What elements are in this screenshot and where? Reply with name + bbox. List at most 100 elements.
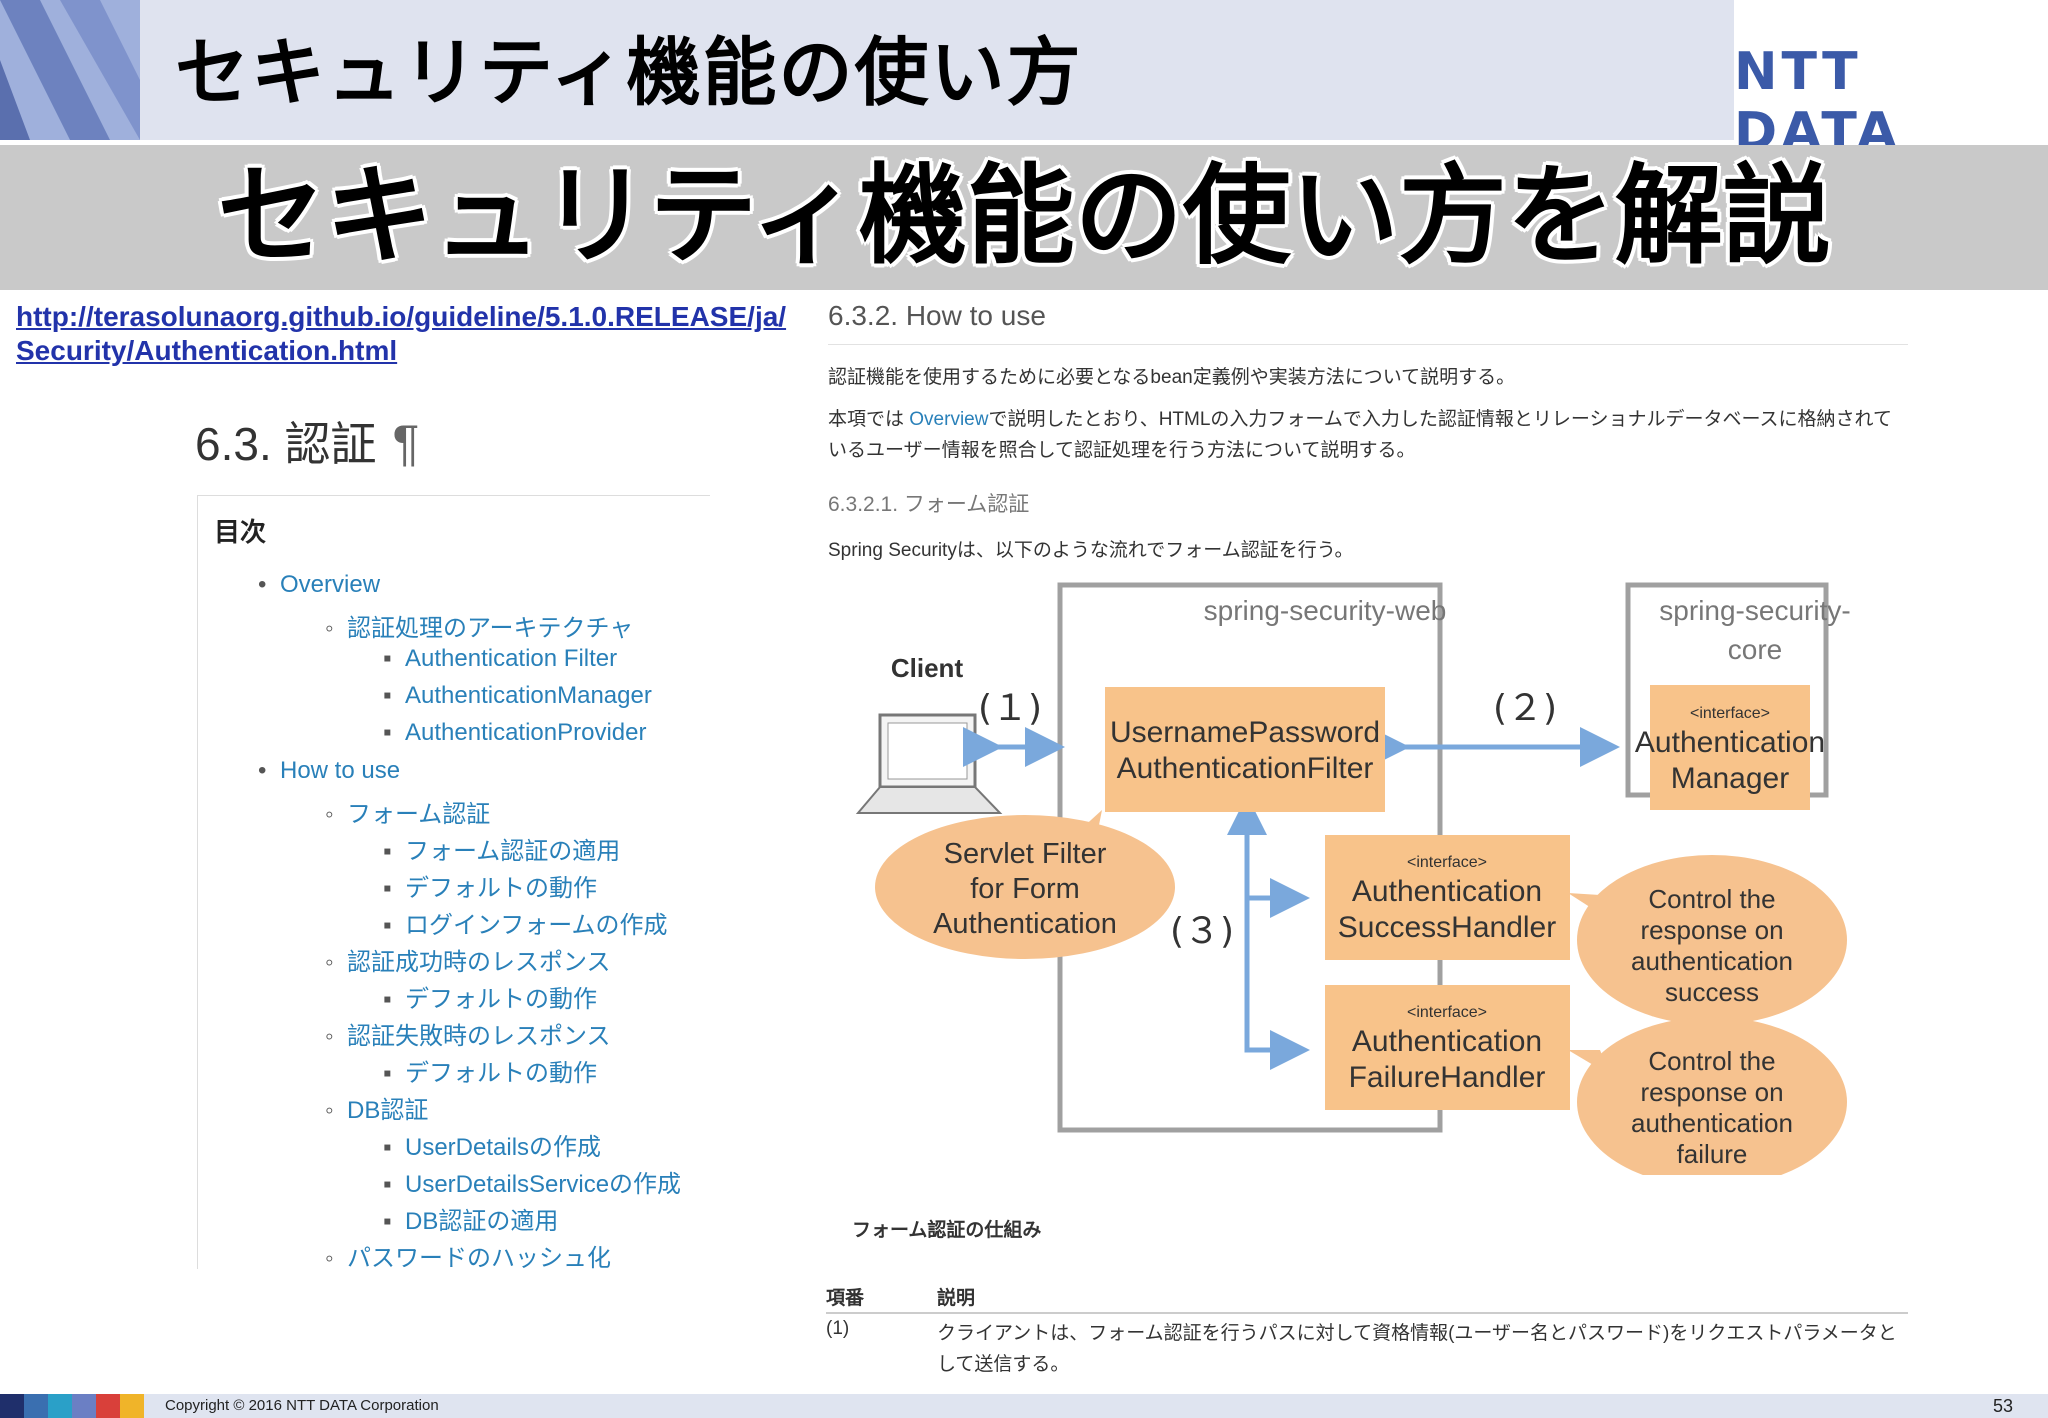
bullet-icon: ▪ <box>383 1134 392 1161</box>
servlet-filter-bubble: Servlet Filter for Form Authentication <box>875 810 1175 959</box>
toc-link[interactable]: 認証処理のアーキテクチャ <box>347 615 634 642</box>
slide-footer: Copyright © 2016 NTT DATA Corporation 53 <box>0 1394 2048 1418</box>
pilcrow-icon[interactable]: ¶ <box>392 415 420 471</box>
svg-text:UsernamePassword: UsernamePassword <box>1110 716 1380 749</box>
toc-link[interactable]: デフォルトの動作 <box>405 986 597 1013</box>
toc-item[interactable]: ◦ DB認証 <box>325 1090 428 1125</box>
toc-link[interactable]: デフォルトの動作 <box>405 1060 597 1087</box>
svg-text:Authentication: Authentication <box>1635 726 1825 759</box>
svg-text:response on: response on <box>1640 915 1783 945</box>
guideline-url-link[interactable]: http://terasolunaorg.github.io/guideline… <box>16 300 796 368</box>
toc-item[interactable]: ◦フォーム認証 <box>325 794 490 829</box>
bullet-icon: ▪ <box>383 1060 392 1087</box>
svg-text:Control the: Control the <box>1648 884 1775 914</box>
bullet-icon: ▪ <box>383 838 392 865</box>
overview-paragraph: 本項では Overviewで説明したとおり、HTMLの入力フォームで入力した認証… <box>828 404 1908 466</box>
toc-item[interactable]: ▪デフォルトの動作 <box>383 979 597 1014</box>
color-swatch <box>96 1394 120 1418</box>
toc-item[interactable]: ▪デフォルトの動作 <box>383 868 597 903</box>
failure-bubble: Control the response on authentication f… <box>1568 1017 1847 1175</box>
toc-link[interactable]: ログインフォームの作成 <box>405 912 668 939</box>
bullet-icon: ◦ <box>325 615 334 642</box>
url-line-1[interactable]: http://terasolunaorg.github.io/guideline… <box>16 301 787 332</box>
toc-item[interactable]: ◦ 認証処理のアーキテクチャ <box>325 608 633 643</box>
laptop-icon <box>855 713 1003 814</box>
svg-text:<interface>: <interface> <box>1407 854 1487 871</box>
url-line-2[interactable]: Security/Authentication.html <box>16 335 398 366</box>
bullet-icon: ◦ <box>325 1023 334 1050</box>
toc-link[interactable]: 認証失敗時のレスポンス <box>347 1023 611 1050</box>
table-of-contents: 目次 •Overview ◦認証処理のアーキテクチャ ▪Authenticati… <box>197 495 710 1272</box>
toc-link[interactable]: 認証成功時のレスポンス <box>347 949 611 976</box>
bullet-icon: ▪ <box>383 1171 392 1198</box>
toc-item[interactable]: ◦パスワードのハッシュ化 <box>325 1238 611 1273</box>
toc-item[interactable]: ▪ AuthenticationManager <box>383 682 652 710</box>
toc-link[interactable]: フォーム認証の適用 <box>405 838 621 865</box>
toc-link[interactable]: AuthenticationProvider <box>405 719 647 746</box>
overview-link[interactable]: Overview <box>909 409 989 430</box>
table-header-desc: 説明 <box>937 1288 976 1309</box>
bullet-icon: ▪ <box>383 1208 392 1235</box>
banner-text: セキュリティ機能の使い方を解説 <box>217 154 1831 279</box>
toc-item[interactable]: ▪ Authentication Filter <box>383 645 617 673</box>
username-password-filter-box: UsernamePassword AuthenticationFilter <box>1105 687 1385 812</box>
paragraph-text: で説明したとおり、HTMLの入力フォームで入力した認証情報とリレーショナルデータ… <box>828 409 1892 461</box>
toc-item[interactable]: ▪ UserDetailsの作成 <box>383 1127 601 1162</box>
paragraph-text: 本項では <box>828 409 910 430</box>
svg-text:success: success <box>1665 977 1759 1007</box>
toc-heading: 目次 <box>214 518 267 548</box>
toc-item[interactable]: ◦ 認証失敗時のレスポンス <box>325 1016 611 1051</box>
toc-link[interactable]: AuthenticationManager <box>405 682 652 709</box>
table-header-no: 項番 <box>826 1288 865 1309</box>
svg-text:Authentication: Authentication <box>1352 875 1542 908</box>
footer-color-bar <box>0 1394 144 1418</box>
bullet-icon: ▪ <box>383 645 392 672</box>
core-box-label-2: core <box>1728 634 1782 665</box>
svg-text:response on: response on <box>1640 1077 1783 1107</box>
toc-link[interactable]: Overview <box>280 571 381 598</box>
svg-text:Servlet Filter: Servlet Filter <box>944 838 1107 870</box>
toc-item[interactable]: ▪ フォーム認証の適用 <box>383 831 620 866</box>
table-cell-desc: クライアントは、フォーム認証を行うパスに対して資格情報(ユーザー名とパスワード)… <box>937 1323 1897 1375</box>
svg-text:Manager: Manager <box>1671 762 1789 795</box>
core-box-label-1: spring-security- <box>1659 595 1850 626</box>
svg-text:<interface>: <interface> <box>1407 1004 1487 1021</box>
toc-link[interactable]: UserDetailsの作成 <box>405 1134 602 1161</box>
toc-item[interactable]: ▪ デフォルトの動作 <box>383 1053 597 1088</box>
authentication-manager-box: <interface> Authentication Manager <box>1635 685 1825 810</box>
section-title: 6.3. 認証¶ <box>195 408 419 474</box>
toc-item[interactable]: ◦認証成功時のレスポンス <box>325 942 611 977</box>
slide-title: セキュリティ機能の使い方 <box>175 30 1083 116</box>
success-bubble: Control the response on authentication s… <box>1568 855 1847 1025</box>
success-handler-box: <interface> Authentication SuccessHandle… <box>1325 835 1570 960</box>
table-cell-no: (1) <box>826 1318 850 1339</box>
toc-item[interactable]: ▪AuthenticationProvider <box>383 719 646 747</box>
toc-link[interactable]: Authentication Filter <box>405 645 618 672</box>
svg-text:Authentication: Authentication <box>933 908 1117 940</box>
toc-item[interactable]: ▪ UserDetailsServiceの作成 <box>383 1164 681 1199</box>
toc-link[interactable]: パスワードのハッシュ化 <box>347 1245 611 1272</box>
toc-link[interactable]: DB認証 <box>347 1097 429 1124</box>
toc-link[interactable]: デフォルトの動作 <box>405 875 597 902</box>
color-swatch <box>120 1394 144 1418</box>
toc-item[interactable]: ▪ DB認証の適用 <box>383 1201 558 1236</box>
color-swatch <box>72 1394 96 1418</box>
copyright: Copyright © 2016 NTT DATA Corporation <box>165 1397 439 1414</box>
toc-link[interactable]: DB認証の適用 <box>405 1208 559 1235</box>
toc-link[interactable]: UserDetailsServiceの作成 <box>405 1171 682 1198</box>
toc-item[interactable]: ▪ ログインフォームの作成 <box>383 905 668 940</box>
flow-paragraph: Spring Securityは、以下のような流れでフォーム認証を行う。 <box>828 540 1354 561</box>
toc-link[interactable]: How to use <box>280 757 401 784</box>
svg-text:SuccessHandler: SuccessHandler <box>1338 911 1556 944</box>
bullet-icon: ▪ <box>383 682 392 709</box>
svg-text:FailureHandler: FailureHandler <box>1349 1061 1546 1094</box>
color-swatch <box>48 1394 72 1418</box>
bullet-icon: ◦ <box>325 1097 334 1124</box>
svg-text:Control the: Control the <box>1648 1046 1775 1076</box>
toc-link[interactable]: フォーム認証 <box>347 801 491 828</box>
web-box-label: spring-security-web <box>1204 595 1447 626</box>
arrow-to-failure <box>1244 815 1310 1070</box>
toc-item[interactable]: •Overview <box>258 571 380 599</box>
bullet-icon: ▪ <box>383 912 392 939</box>
toc-item[interactable]: •How to use <box>258 757 400 785</box>
